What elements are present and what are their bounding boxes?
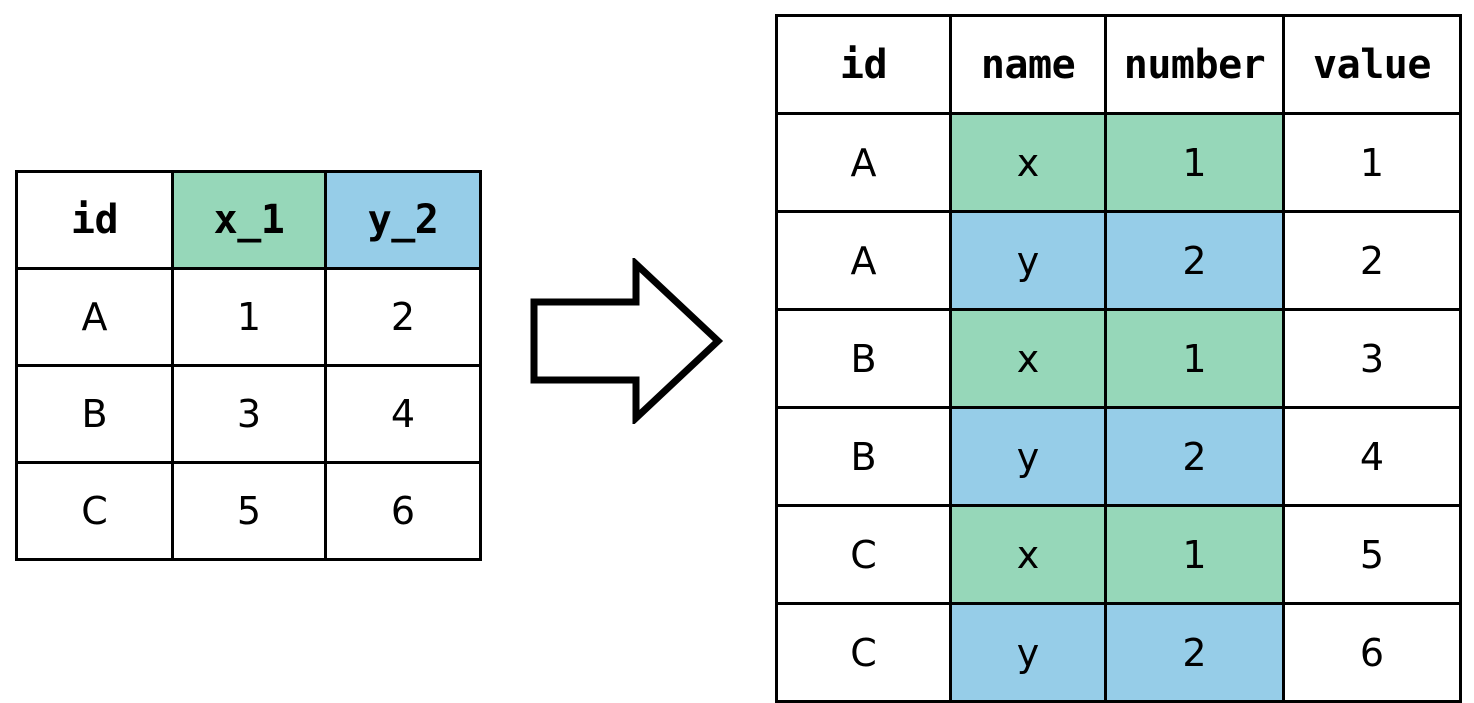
table-cell: 2: [1104, 602, 1285, 703]
column-header-y_2: y_2: [324, 170, 482, 270]
table-cell: B: [775, 406, 952, 507]
table-cell: 1: [1282, 112, 1462, 213]
table-cell: 3: [1282, 308, 1462, 409]
column-header-id: id: [775, 14, 952, 115]
table-cell: C: [15, 461, 174, 561]
table-cell: y: [949, 406, 1107, 507]
table-cell: x: [949, 112, 1107, 213]
table-cell: x: [949, 308, 1107, 409]
table-cell: A: [775, 112, 952, 213]
table-cell: A: [15, 267, 174, 367]
table-cell: 2: [1104, 210, 1285, 311]
column-header-id: id: [15, 170, 174, 270]
table-cell: 2: [1104, 406, 1285, 507]
table-cell: 2: [324, 267, 482, 367]
table-cell: 5: [1282, 504, 1462, 605]
table-cell: C: [775, 504, 952, 605]
right-arrow-icon: [528, 258, 724, 424]
column-header-number: number: [1104, 14, 1285, 115]
table-cell: B: [15, 364, 174, 464]
table-cell: y: [949, 602, 1107, 703]
arrow-shape: [530, 258, 724, 424]
table-cell: 1: [1104, 504, 1285, 605]
table-cell: 1: [1104, 308, 1285, 409]
column-header-value: value: [1282, 14, 1462, 115]
table-cell: 5: [171, 461, 327, 561]
table-cell: 2: [1282, 210, 1462, 311]
table-cell: y: [949, 210, 1107, 311]
table-cell: A: [775, 210, 952, 311]
table-cell: 4: [1282, 406, 1462, 507]
table-cell: 4: [324, 364, 482, 464]
table-cell: 6: [1282, 602, 1462, 703]
table-cell: C: [775, 602, 952, 703]
table-cell: 1: [1104, 112, 1285, 213]
table-cell: 1: [171, 267, 327, 367]
column-header-name: name: [949, 14, 1107, 115]
table-cell: x: [949, 504, 1107, 605]
table-cell: 3: [171, 364, 327, 464]
column-header-x_1: x_1: [171, 170, 327, 270]
table-cell: B: [775, 308, 952, 409]
table-cell: 6: [324, 461, 482, 561]
